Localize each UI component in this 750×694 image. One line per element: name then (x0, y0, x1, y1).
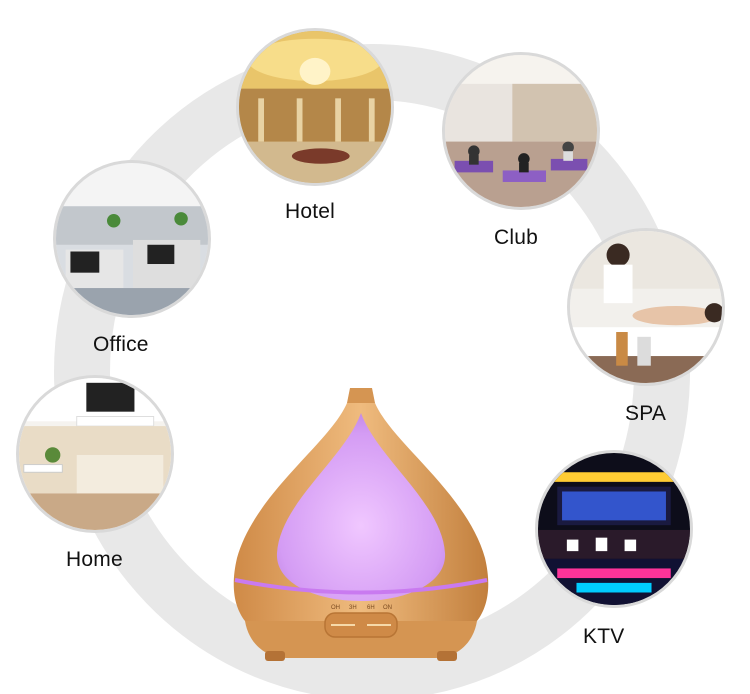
spa-photo (567, 228, 725, 386)
office-photo (53, 160, 211, 318)
ktv-photo (535, 450, 693, 608)
office-label: Office (93, 333, 149, 356)
club-label: Club (494, 226, 538, 249)
hotel-label: Hotel (285, 200, 336, 223)
home-photo (16, 375, 174, 533)
diffuser-button-label: ON (383, 605, 392, 611)
diffuser-button-label: 6H (367, 605, 375, 611)
home-label: Home (66, 548, 123, 571)
ktv-label: KTV (583, 625, 625, 648)
aroma-diffuser-illustration: OH 3H 6H ON (233, 388, 489, 661)
spa-label: SPA (625, 402, 667, 425)
diffuser-button-label: 3H (349, 605, 357, 611)
diffuser-button-label: OH (331, 605, 340, 611)
hotel-photo (236, 28, 394, 186)
club-photo (442, 52, 600, 210)
